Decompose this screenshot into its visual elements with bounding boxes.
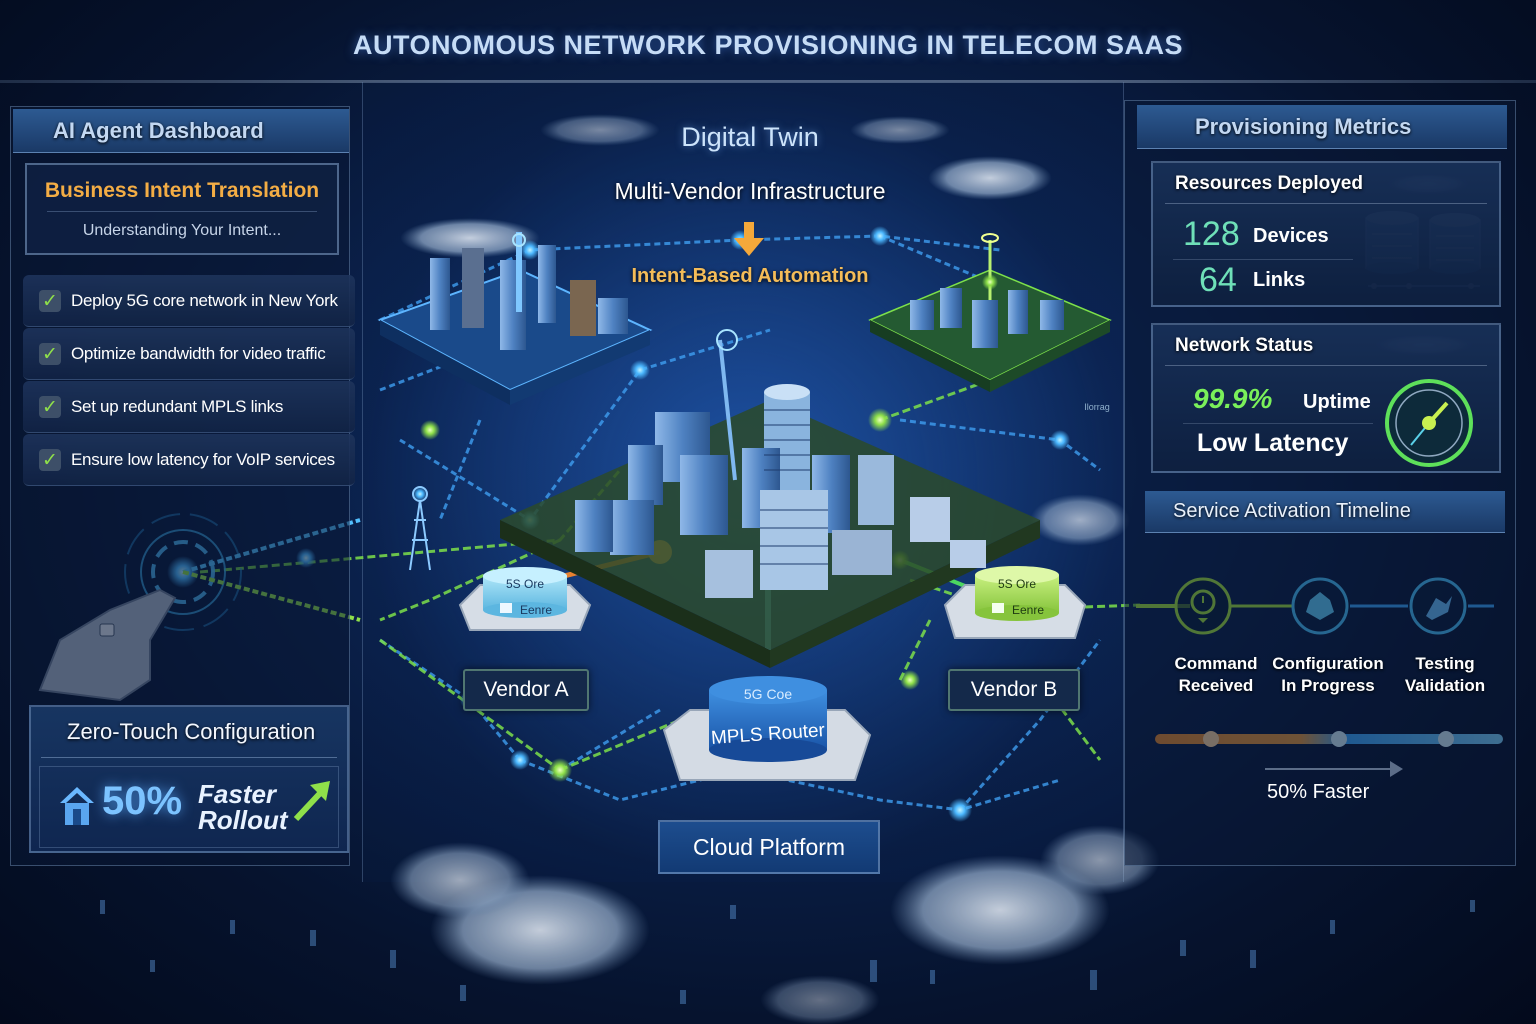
- task-item[interactable]: ✓ Optimize bandwidth for video traffic: [23, 328, 355, 380]
- resources-deployed-title: Resources Deployed: [1175, 173, 1363, 194]
- latency-gauge-icon: [1385, 379, 1473, 467]
- intent-based-automation-label: Intent-Based Automation: [631, 265, 869, 287]
- zero-touch-metric: 50% Faster Rollout: [39, 766, 339, 848]
- intent-divider: [47, 211, 317, 212]
- timeline-step-command-received[interactable]: Command Received: [1161, 653, 1271, 697]
- vendor-b-label[interactable]: Vendor B: [948, 669, 1080, 711]
- task-item[interactable]: ✓ Set up redundant MPLS links: [23, 381, 355, 433]
- task-item[interactable]: ✓ Ensure low latency for VoIP services: [23, 434, 355, 486]
- vendor-a-node-line1: 5S Ore: [505, 577, 544, 591]
- ai-agent-dashboard-header: AI Agent Dashboard: [13, 109, 349, 153]
- vendor-a-node-line2: Eenre: [519, 603, 553, 617]
- provisioning-metrics-header: Provisioning Metrics: [1137, 105, 1507, 149]
- service-activation-timeline-header: Service Activation Timeline: [1145, 491, 1505, 533]
- vendor-b-node-line2: Eenre: [1011, 603, 1045, 617]
- metric-divider: [1173, 259, 1353, 260]
- network-status-title: Network Status: [1175, 335, 1314, 356]
- page-title: AUTONOMOUS NETWORK PROVISIONING IN TELEC…: [352, 30, 1184, 60]
- step-line1: Testing: [1415, 654, 1475, 673]
- intent-status-text: Understanding Your Intent...: [82, 222, 282, 239]
- timeline-step-configuration[interactable]: Configuration In Progress: [1269, 653, 1387, 697]
- intent-task-list: ✓ Deploy 5G core network in New York ✓ O…: [23, 275, 355, 487]
- cloud-platform-label[interactable]: Cloud Platform: [658, 820, 880, 874]
- ai-agent-dashboard-panel: AI Agent Dashboard Business Intent Trans…: [10, 106, 355, 866]
- digital-twin-title: Digital Twin: [681, 122, 819, 152]
- network-status-card: Network Status 99.9% Uptime Low Latency: [1151, 323, 1501, 473]
- zero-touch-title: Zero-Touch Configuration: [67, 719, 316, 744]
- vendor-b-node-line1: 5S Ore: [997, 577, 1036, 591]
- links-label: Links: [1253, 269, 1306, 291]
- devices-label: Devices: [1253, 225, 1329, 247]
- timeline-step-testing[interactable]: Testing Validation: [1389, 653, 1501, 697]
- home-icon: [60, 787, 94, 825]
- business-intent-box: Business Intent Translation Understandin…: [25, 163, 339, 255]
- status-metric-divider: [1183, 423, 1373, 424]
- uptime-value: 99.9%: [1193, 383, 1273, 414]
- zero-touch-config-panel: Zero-Touch Configuration 50% Faster Roll…: [29, 705, 349, 853]
- task-label: Set up redundant MPLS links: [71, 396, 284, 416]
- check-icon: ✓: [39, 342, 61, 365]
- task-label: Deploy 5G core network in New York: [71, 290, 338, 310]
- zero-touch-caption: Faster Rollout: [198, 781, 288, 833]
- arrow-down-icon: [734, 222, 764, 256]
- resources-divider: [1165, 203, 1487, 204]
- zero-touch-value: 50%: [102, 779, 183, 823]
- step-line2: In Progress: [1281, 676, 1375, 695]
- uptime-label: Uptime: [1303, 391, 1371, 413]
- provisioning-metrics-panel: Provisioning Metrics Resources Deployed …: [1124, 100, 1516, 866]
- step-line2: Validation: [1404, 676, 1486, 695]
- step-line1: Command: [1174, 654, 1258, 673]
- title-divider: [0, 80, 1536, 83]
- task-item[interactable]: ✓ Deploy 5G core network in New York: [23, 275, 355, 327]
- task-label: Optimize bandwidth for video traffic: [71, 343, 326, 363]
- core-node-line1: 5G Coe: [743, 686, 793, 702]
- check-icon: ✓: [39, 448, 61, 471]
- latency-label: Low Latency: [1197, 429, 1349, 457]
- check-icon: ✓: [39, 395, 61, 418]
- zero-touch-divider: [41, 757, 337, 758]
- small-network-label: Ilorrag: [1084, 402, 1110, 412]
- zero-touch-caption-line1: Faster: [198, 779, 277, 809]
- resources-deployed-card: Resources Deployed 128 Devices 64 Links: [1151, 161, 1501, 307]
- devices-count: 128: [1183, 215, 1240, 253]
- timeline-faster-label: 50% Faster: [1267, 781, 1370, 803]
- status-divider: [1165, 365, 1487, 366]
- trend-up-arrow-icon: [293, 781, 330, 822]
- step-line2: Received: [1178, 676, 1254, 695]
- multi-vendor-title: Multi-Vendor Infrastructure: [614, 178, 886, 204]
- zero-touch-caption-line2: Rollout: [198, 805, 288, 835]
- step-line1: Configuration: [1272, 654, 1384, 673]
- business-intent-title: Business Intent Translation: [44, 179, 320, 202]
- vendor-a-label[interactable]: Vendor A: [463, 669, 589, 711]
- links-count: 64: [1199, 261, 1237, 299]
- check-icon: ✓: [39, 289, 61, 312]
- task-label: Ensure low latency for VoIP services: [71, 449, 335, 469]
